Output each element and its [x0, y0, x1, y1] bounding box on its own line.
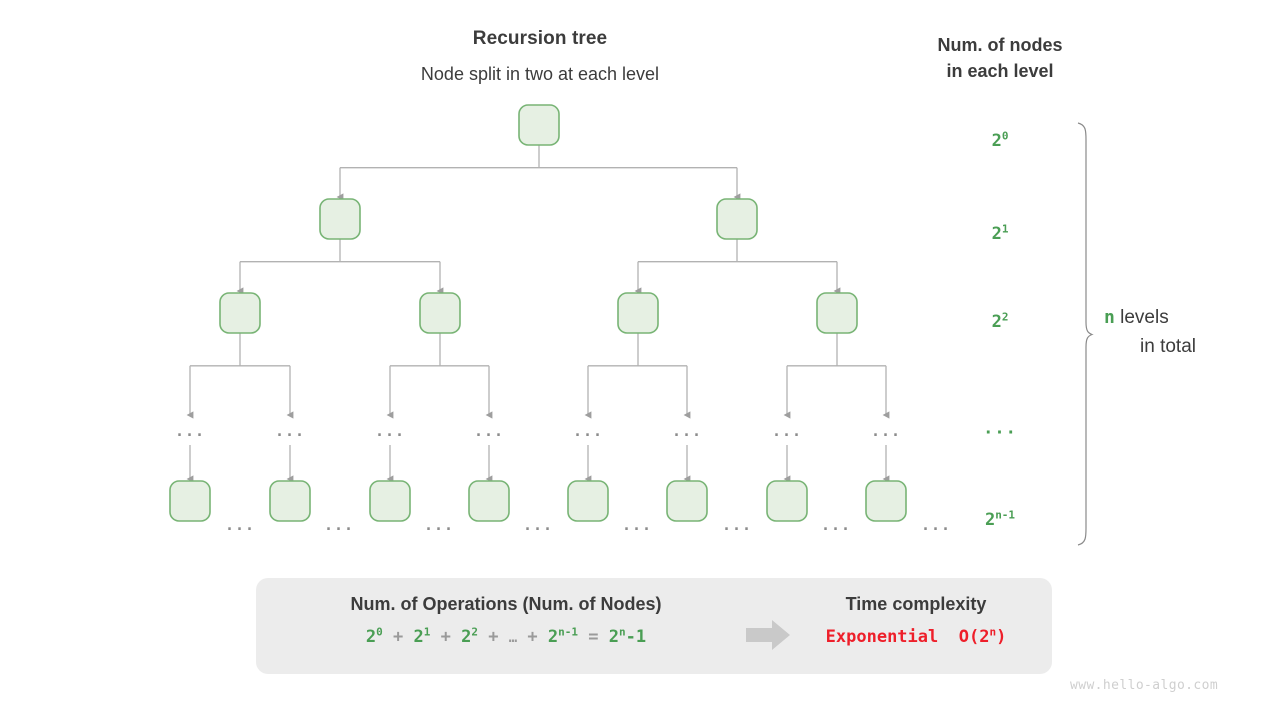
tree-ellipsis: ···: [820, 520, 852, 538]
tree-ellipsis: ···: [920, 520, 952, 538]
formula-ellipsis: …: [508, 630, 518, 646]
tree-ellipsis: ···: [522, 520, 554, 538]
right-column-title-line2: in each level: [946, 61, 1054, 81]
tree-node: [518, 104, 560, 146]
operations-heading: Num. of Operations (Num. of Nodes): [350, 594, 662, 614]
tree-node: [567, 480, 609, 522]
right-arrow-icon: [746, 620, 790, 650]
level-count-exponent: 1: [1001, 222, 1009, 236]
tree-ellipsis: ···: [572, 426, 604, 444]
tree-node: [865, 480, 907, 522]
tree-node: [269, 480, 311, 522]
complexity-heading: Time complexity: [845, 594, 987, 614]
complexity-word: Exponential: [825, 627, 939, 647]
formula-plus: +: [392, 627, 404, 647]
watermark: www.hello-algo.com: [1070, 678, 1219, 693]
tree-ellipsis: ···: [174, 426, 206, 444]
tree-ellipsis: ···: [671, 426, 703, 444]
formula-plus: +: [440, 627, 451, 647]
right-column-title-line1: Num. of nodes: [937, 35, 1063, 55]
tree-node: [468, 480, 510, 522]
level-count-base: 2: [991, 224, 1002, 244]
tree-ellipsis: ···: [423, 520, 455, 538]
tree-ellipsis: ···: [721, 520, 753, 538]
tree-node: [319, 198, 361, 240]
level-node-count-1: 21: [940, 222, 1060, 244]
tree-node: [816, 292, 858, 334]
tree-ellipsis: ···: [224, 520, 256, 538]
tree-ellipsis: ···: [473, 426, 505, 444]
tree-node: [766, 480, 808, 522]
level-node-count-2: 22: [940, 310, 1060, 332]
tree-node: [419, 292, 461, 334]
total-levels-line2: in total: [1140, 336, 1196, 357]
level-count-exponent: 2: [1001, 310, 1009, 324]
tree-node: [369, 480, 411, 522]
complexity-value: Exponential O(2n): [796, 625, 1036, 647]
formula-term-2: 22: [461, 625, 478, 647]
tree-ellipsis: ···: [323, 520, 355, 538]
operations-formula: 20 + 21 + 22 + … + 2n-1 = 2n-1: [276, 625, 736, 647]
formula-result: 2n-1: [608, 625, 647, 647]
tree-ellipsis: ···: [374, 426, 406, 444]
level-count-exponent: n-1: [995, 508, 1016, 522]
formula-term-1: 21: [413, 625, 431, 647]
tree-ellipsis: ···: [870, 426, 902, 444]
tree-ellipsis: ···: [771, 426, 803, 444]
level-node-count-3: 2n-1: [940, 508, 1060, 530]
tree-node: [666, 480, 708, 522]
formula-equals: =: [588, 627, 599, 647]
tree-ellipsis: ···: [621, 520, 653, 538]
formula-plus: +: [527, 627, 538, 647]
formula-term-0: 20: [365, 625, 383, 647]
right-column-title: Num. of nodes in each level: [900, 32, 1100, 84]
level-node-count-0: 20: [940, 129, 1060, 151]
page-subtitle: Node split in two at each level: [420, 64, 660, 84]
operations-block: Num. of Operations (Num. of Nodes) 20 + …: [276, 594, 736, 647]
page-title: Recursion tree: [472, 28, 608, 49]
total-levels-n: n: [1104, 307, 1115, 328]
total-levels-line1: levels: [1120, 307, 1169, 328]
formula-last-term: 2n-1: [547, 625, 579, 647]
complexity-notation: O(2n): [958, 625, 1007, 647]
tree-node: [219, 292, 261, 334]
level-count-base: 2: [991, 312, 1002, 332]
level-count-ellipsis: ···: [983, 423, 1017, 443]
total-levels-label: n levels in total: [1104, 303, 1264, 361]
summary-panel: [256, 578, 1052, 674]
tree-node: [617, 292, 659, 334]
tree-ellipsis: ···: [274, 426, 306, 444]
level-count-base: 2: [984, 510, 996, 530]
complexity-block: Time complexity Exponential O(2n): [796, 594, 1036, 647]
tree-node: [716, 198, 758, 240]
formula-plus: +: [488, 627, 499, 647]
level-count-base: 2: [991, 131, 1002, 151]
tree-node: [169, 480, 211, 522]
level-count-exponent: 0: [1001, 129, 1009, 143]
